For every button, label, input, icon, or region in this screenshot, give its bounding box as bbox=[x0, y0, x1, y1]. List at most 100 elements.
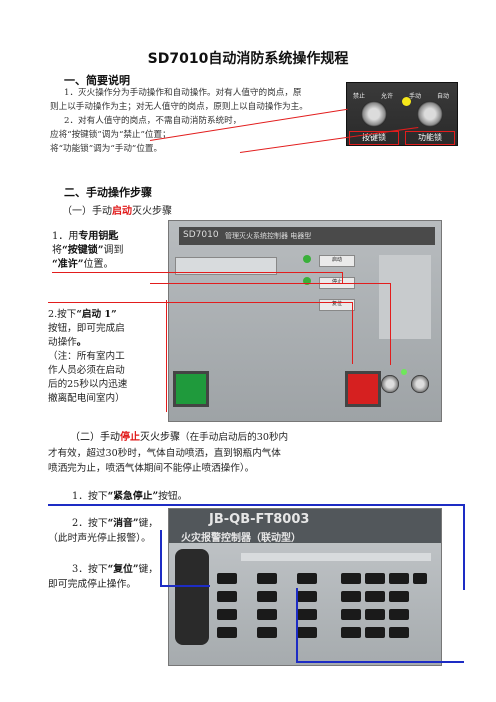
function-key[interactable] bbox=[257, 627, 277, 638]
number-key[interactable] bbox=[341, 627, 361, 638]
stop-step-part: 3．按下 bbox=[72, 564, 108, 575]
function-key[interactable] bbox=[297, 609, 317, 620]
pointer-line bbox=[52, 272, 342, 273]
function-lock-icon[interactable] bbox=[417, 101, 443, 127]
panel-button-reset[interactable]: 复位 bbox=[319, 299, 355, 311]
step1-part: 1．用 bbox=[52, 231, 79, 242]
sub1-red: 启动 bbox=[112, 206, 132, 217]
step1-part: 将 bbox=[52, 245, 62, 256]
number-key[interactable] bbox=[341, 609, 361, 620]
lock-label: 允许 bbox=[381, 93, 394, 100]
stop-step-part: “消音” bbox=[107, 518, 139, 529]
pointer-line bbox=[352, 302, 353, 364]
stop-step-part: “复位” bbox=[107, 564, 139, 575]
pointer-line bbox=[463, 504, 465, 590]
controller-name: 火灾报警控制器（联动型） bbox=[181, 533, 301, 544]
green-button-icon[interactable] bbox=[173, 371, 209, 407]
zone-indicators bbox=[379, 255, 431, 339]
step2-note: 作人员必须在启动 bbox=[48, 365, 125, 376]
section1-text: 1．灭火操作分为手动操作和自动操作。对有人值守的岗点，原 则上以手动操作为主；对… bbox=[50, 86, 350, 156]
text-line: 1．灭火操作分为手动操作和自动操作。对有人值守的岗点，原 bbox=[64, 88, 302, 98]
sub2-prefix: （二）手动 bbox=[70, 432, 120, 443]
controller-display bbox=[175, 549, 209, 645]
key-lock-icon[interactable] bbox=[361, 101, 387, 127]
function-key[interactable] bbox=[297, 573, 317, 584]
pointer-line bbox=[390, 283, 391, 365]
function-key[interactable] bbox=[257, 591, 277, 602]
panel-light-icon bbox=[401, 369, 407, 375]
start-1-button[interactable] bbox=[345, 371, 381, 407]
panel-title: SD7010 bbox=[183, 230, 219, 240]
controller-model: JB-QB-FT8003 bbox=[209, 512, 310, 527]
stop-step3: 3．按下“复位”键， 即可完成停止操作。 bbox=[48, 562, 178, 592]
step2-text: 2.按下“启动 1” 按钮，即可完成启 动操作。 （注：所有室内工 作人员必须在… bbox=[48, 308, 168, 406]
reset-key[interactable] bbox=[217, 627, 237, 638]
number-key[interactable] bbox=[365, 573, 385, 584]
step1-part: 专用钥匙 bbox=[78, 231, 119, 242]
pointer-line bbox=[48, 504, 464, 506]
pointer-line bbox=[160, 585, 210, 587]
status-light-icon bbox=[303, 277, 311, 285]
sub1-suffix: 灭火步骤 bbox=[132, 206, 172, 217]
controller-header: JB-QB-FT8003 火灾报警控制器（联动型） bbox=[169, 509, 441, 544]
sub1-heading: （一）手动启动灭火步骤 bbox=[62, 202, 172, 217]
stop-step-part: 键， bbox=[138, 518, 159, 529]
panel-function-lock-icon[interactable] bbox=[411, 375, 429, 393]
stop-step1: 1．按下“紧急停止”按钮。 bbox=[72, 488, 187, 502]
panel-key-lock-icon[interactable] bbox=[381, 375, 399, 393]
text-line: 将“功能锁”调为“手动”位置。 bbox=[50, 144, 163, 154]
step2-note: （注：所有室内工 bbox=[48, 351, 125, 362]
stop-step-part: 即可完成停止操作。 bbox=[48, 579, 137, 590]
number-key[interactable] bbox=[389, 609, 409, 620]
step2-part: 。 bbox=[76, 337, 87, 348]
text-line: 则上以手动操作为主；对无人值守的岗点，原则上以自动操作为主。 bbox=[50, 102, 308, 112]
function-key[interactable] bbox=[297, 591, 317, 602]
sub2-lines: 才有效，超过30秒时，气体自动喷洒，直到钢瓶内气体 喷洒完为止，喷洒气体期间不能… bbox=[48, 446, 468, 476]
number-key[interactable] bbox=[341, 591, 361, 602]
number-key[interactable] bbox=[389, 573, 409, 584]
step2-part: 动操作 bbox=[48, 337, 77, 348]
stop-step-part: 2．按下 bbox=[72, 518, 108, 529]
number-key[interactable] bbox=[413, 573, 427, 584]
stop-step-part: （此时声光停止报警）。 bbox=[48, 533, 151, 544]
pointer-line bbox=[296, 661, 464, 663]
step2-note: 后的25秒以内迅速 bbox=[48, 379, 128, 390]
lock-label: 自动 bbox=[437, 93, 450, 100]
lock-label: 手动 bbox=[409, 93, 422, 100]
number-key[interactable] bbox=[365, 609, 385, 620]
step1-part: “准许” bbox=[52, 259, 84, 270]
lock-label: 禁止 bbox=[353, 93, 366, 100]
step1-text: 1．用专用钥匙 将“按键锁”调到 “准许”位置。 bbox=[52, 230, 162, 272]
function-key[interactable] bbox=[217, 591, 237, 602]
caption-function-lock: 功能锁 bbox=[405, 131, 455, 145]
silence-key[interactable] bbox=[217, 573, 237, 584]
step1-part: 位置。 bbox=[83, 259, 114, 270]
panel-button-start[interactable]: 启动 bbox=[319, 255, 355, 267]
step1-part: 调到 bbox=[103, 245, 124, 256]
function-key[interactable] bbox=[297, 627, 317, 638]
number-key[interactable] bbox=[365, 627, 385, 638]
pointer-line bbox=[160, 530, 162, 586]
step2-part: 按钮，即可完成启 bbox=[48, 323, 125, 334]
indicator-light-icon bbox=[402, 97, 411, 106]
section1-heading: 一、简要说明 bbox=[64, 74, 130, 87]
stop-step-part: “紧急停止” bbox=[107, 491, 159, 502]
number-key[interactable] bbox=[341, 573, 361, 584]
panel-model: 管理灭火系统控制器 电器型 bbox=[225, 232, 312, 240]
function-key[interactable] bbox=[217, 609, 237, 620]
text-line: 喷洒完为止，喷洒气体期间不能停止喷洒操作）。 bbox=[48, 463, 255, 474]
step1-part: “按键锁” bbox=[62, 245, 104, 256]
stop-step-part: 按钮。 bbox=[158, 491, 188, 502]
caption-key-lock: 按键锁 bbox=[349, 131, 399, 145]
stop-step-part: 键， bbox=[138, 564, 159, 575]
function-key[interactable] bbox=[257, 573, 277, 584]
function-key[interactable] bbox=[257, 609, 277, 620]
number-key[interactable] bbox=[389, 627, 409, 638]
number-key[interactable] bbox=[365, 591, 385, 602]
number-key[interactable] bbox=[389, 591, 409, 602]
pointer-line bbox=[166, 300, 167, 412]
panel-header: SD7010 管理灭火系统控制器 电器型 bbox=[179, 227, 435, 245]
pointer-line bbox=[342, 272, 343, 284]
alarm-controller-photo: JB-QB-FT8003 火灾报警控制器（联动型） bbox=[168, 508, 442, 666]
stop-step-part: 1．按下 bbox=[72, 491, 108, 502]
